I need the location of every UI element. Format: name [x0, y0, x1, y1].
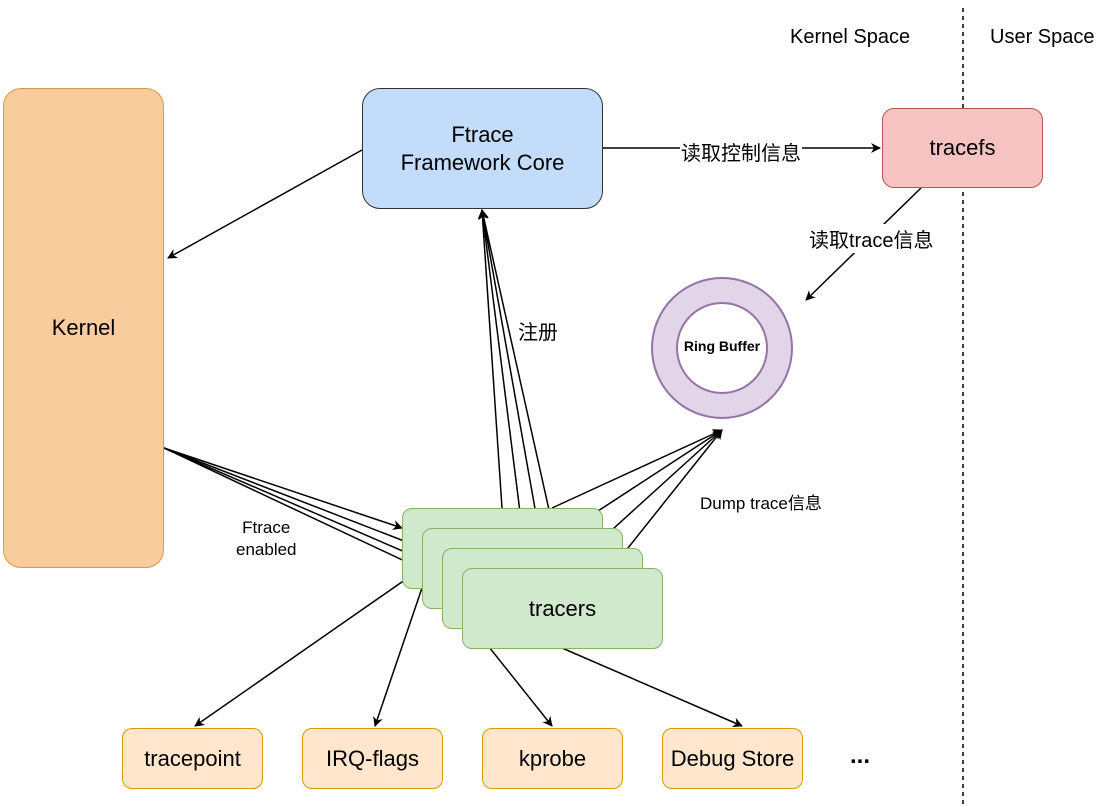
- edge-ftrace-to-kernel: [167, 149, 363, 259]
- ftrace-core-label-line1: Ftrace: [451, 121, 514, 147]
- tracefs-label: tracefs: [929, 135, 996, 160]
- kprobe-node: kprobe: [482, 728, 623, 789]
- edge-enabled-3: [163, 447, 443, 570]
- edge-label-dump-trace: Dump trace信息: [700, 494, 822, 513]
- tracepoint-node: tracepoint: [122, 728, 263, 789]
- ring-buffer-label: Ring Buffer: [683, 338, 761, 354]
- edge-enabled-2: [163, 447, 423, 550]
- debug-store-label: Debug Store: [670, 745, 795, 771]
- edge-dump-1: [551, 429, 723, 509]
- edge-to-debug-store: [561, 647, 743, 728]
- tracepoint-label: tracepoint: [144, 745, 241, 771]
- kprobe-label: kprobe: [518, 745, 587, 771]
- edge-label-read-control: 读取控制信息: [680, 137, 802, 166]
- tracers-label: tracers: [528, 595, 597, 621]
- ftrace-core-label-line2: Framework Core: [400, 149, 565, 175]
- irq-flags-node: IRQ-flags: [302, 728, 443, 789]
- irq-flags-label: IRQ-flags: [326, 745, 419, 771]
- edge-to-irq-flags: [373, 587, 423, 727]
- edge-label-read-trace: 读取trace信息: [808, 224, 935, 253]
- edge-label-register: 注册: [518, 322, 558, 344]
- kernel-label: Kernel: [51, 315, 116, 340]
- tracefs-node: tracefs: [882, 108, 1043, 188]
- edge-register-1: [477, 209, 503, 509]
- edge-dump-4: [611, 429, 723, 569]
- tracers-node: tracers: [462, 568, 663, 649]
- edge-label-ftrace-enabled: Ftrace enabled: [236, 517, 297, 561]
- ftrace-framework-core-node: Ftrace Framework Core: [362, 88, 603, 209]
- more-ellipsis: ...: [850, 742, 871, 769]
- user-space-label: User Space: [990, 26, 1095, 48]
- ftrace-enabled-line2: enabled: [236, 540, 297, 559]
- edge-enabled-1: [163, 447, 403, 530]
- kernel-node: Kernel: [3, 88, 164, 568]
- ring-buffer: [651, 277, 793, 419]
- kernel-space-label: Kernel Space: [790, 26, 911, 48]
- debug-store-node: Debug Store: [662, 728, 803, 789]
- edge-register-3: [478, 209, 543, 549]
- ftrace-enabled-line1: Ftrace: [242, 518, 291, 537]
- edge-register-2: [478, 209, 523, 529]
- edge-to-tracepoint: [194, 567, 423, 727]
